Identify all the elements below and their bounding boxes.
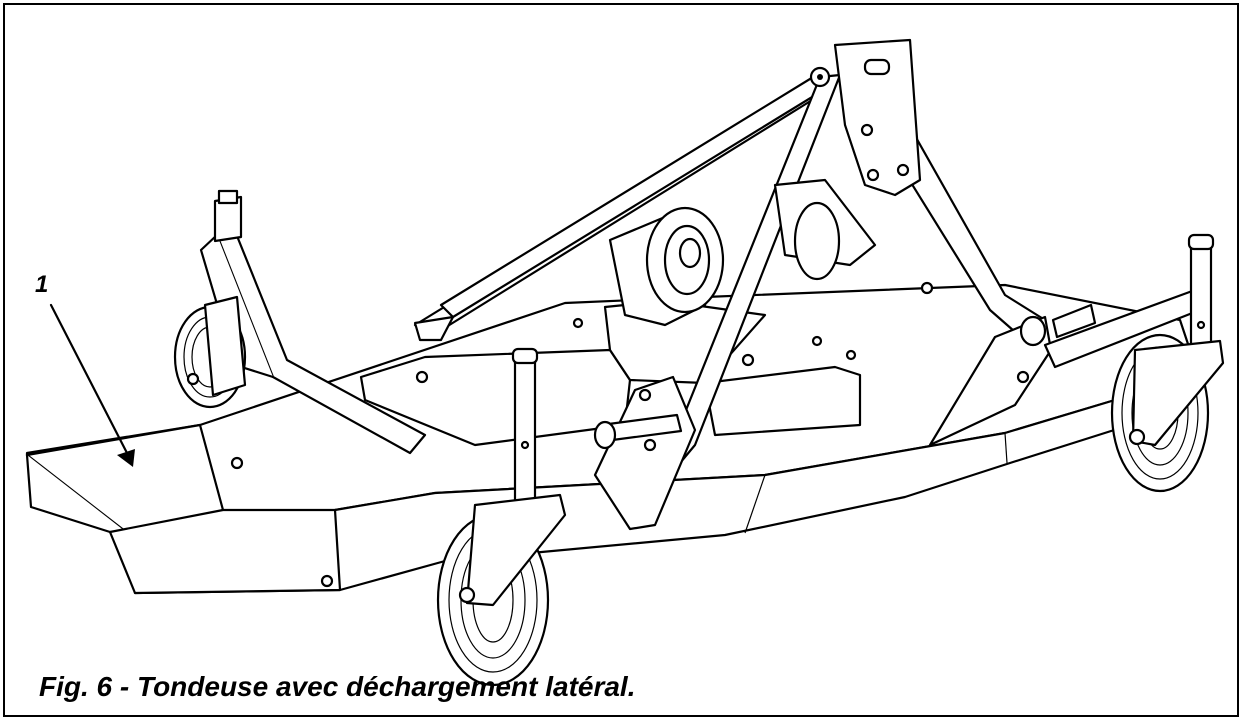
callout-label-1: 1 <box>35 271 49 298</box>
front-left-wheel <box>436 493 567 687</box>
figure-caption: Fig. 6 - Tondeuse avec déchargement laté… <box>39 671 636 702</box>
side-discharge-mower-icon <box>25 38 1225 687</box>
figure-frame: 1 Fig. 6 - Tondeuse avec déchargement la… <box>3 3 1239 717</box>
left-housing <box>359 348 632 447</box>
front-right-wheel <box>1110 333 1225 493</box>
top-hitch-plate <box>833 38 922 197</box>
front-right-caster-post <box>1189 243 1213 357</box>
rear-left-wheel <box>173 295 247 409</box>
front-left-caster-post <box>513 355 537 505</box>
right-housing <box>703 365 862 437</box>
callout-arrow <box>49 303 129 455</box>
